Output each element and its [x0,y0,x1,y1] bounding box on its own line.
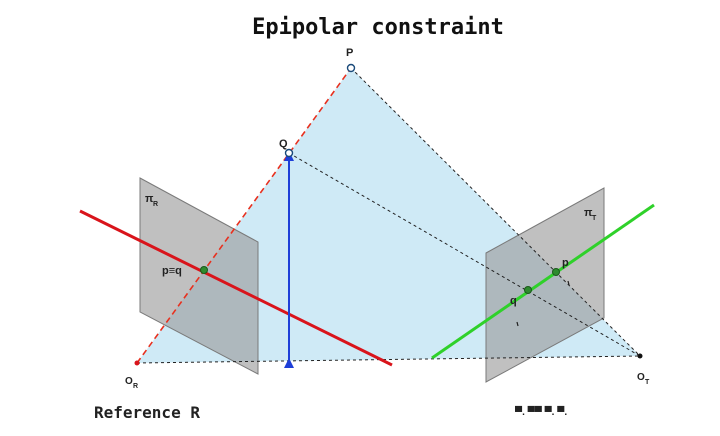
ray-or-to-p [136,67,352,364]
label-pi-r: π R [145,193,158,208]
label-or-main: O [125,376,133,387]
label-pi-t: π T [584,207,597,222]
point-p-right [552,268,560,276]
label-ot-sub: T [645,379,650,386]
label-q: Q [279,138,288,150]
diagram-title: Epipolar constraint [252,15,504,40]
label-pi-t-main: π [584,207,593,219]
tick-mark-2 [516,321,519,327]
label-p: P [346,47,353,59]
ray-q-to-ot [288,152,641,357]
label-or: O R [125,376,138,390]
label-pi-t-sub: T [592,215,597,222]
ray-p-to-ot [350,67,641,357]
point-q-3d [284,148,294,158]
label-or-sub: R [133,383,138,390]
target-image-plane [485,187,605,383]
label-ot-main: O [637,372,645,383]
camera-center-or [134,360,140,366]
point-p-3d [346,63,356,73]
label-p-eq-q: p≡q [162,265,182,277]
epipolar-line-green [431,203,655,360]
reference-image-plane [139,177,259,375]
caption-reference: Reference R [94,403,200,422]
caption-target-fragment: ▀. ▀▀ ▀. ▀. [515,405,567,418]
label-pi-r-main: π [145,193,154,205]
point-pq-left [200,266,208,274]
label-ot: O T [637,372,650,386]
camera-center-ot [637,353,643,359]
label-q-right: q [510,295,517,307]
red-line [79,209,393,367]
tick-mark-1 [567,280,570,286]
label-p-right: p [562,257,569,269]
label-pi-r-sub: R [153,201,158,208]
point-q-right [524,286,532,294]
